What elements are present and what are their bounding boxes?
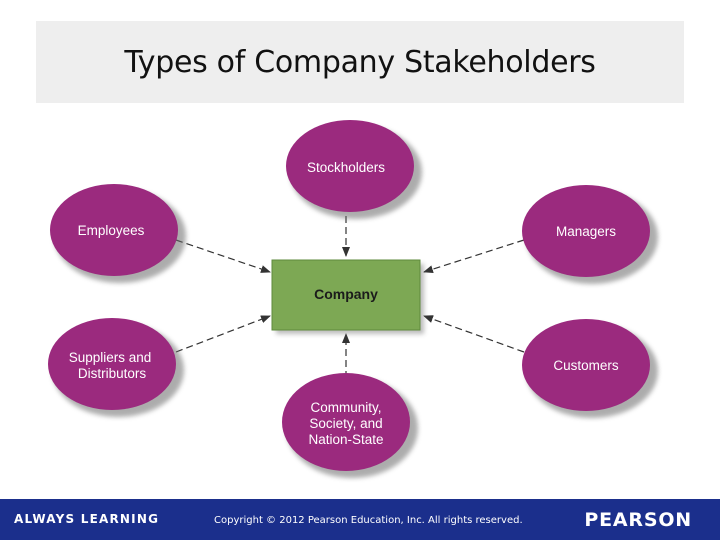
title-band: Types of Company Stakeholders: [36, 21, 684, 103]
node-stockholders-label: Stockholders: [307, 160, 385, 175]
pearson-logo: PEARSON: [584, 509, 692, 531]
slide-title: Types of Company Stakeholders: [124, 44, 596, 80]
node-suppliers: Suppliers and Distributors: [48, 318, 184, 417]
node-suppliers-label-line1: Suppliers and: [69, 350, 152, 365]
node-community-label-line2: Society, and: [309, 416, 382, 431]
node-community-label-line3: Nation-State: [308, 432, 383, 447]
footer-copyright: Copyright © 2012 Pearson Education, Inc.…: [214, 515, 523, 526]
arrow-customers: [423, 315, 525, 353]
node-customers: Customers: [522, 319, 658, 418]
company-label: Company: [314, 286, 378, 302]
footer-tagline: ALWAYS LEARNING: [14, 512, 160, 526]
node-managers-label: Managers: [556, 224, 616, 239]
arrow-suppliers: [175, 315, 271, 353]
arrow-employees: [175, 239, 271, 273]
arrows: [175, 216, 525, 378]
arrow-managers: [423, 239, 525, 274]
node-community: Community, Society, and Nation-State: [282, 373, 418, 478]
node-suppliers-label-line2: Distributors: [78, 366, 147, 381]
node-employees: Employees: [50, 184, 186, 283]
node-managers-shape: [522, 185, 650, 277]
company-box: [271, 259, 421, 331]
node-customers-label: Customers: [553, 358, 619, 373]
node-customers-shape: [522, 319, 650, 411]
footer-bar: ALWAYS LEARNING Copyright © 2012 Pearson…: [0, 499, 720, 540]
node-employees-shape: [50, 184, 178, 276]
node-stockholders-shape: [286, 120, 414, 212]
node-community-shape: [282, 373, 410, 471]
node-managers: Managers: [522, 185, 658, 284]
node-company: Company: [271, 259, 424, 334]
node-stockholders: Stockholders: [286, 120, 422, 219]
node-community-label-line1: Community,: [310, 400, 381, 415]
node-employees-label: Employees: [78, 223, 145, 238]
stakeholder-diagram: Stockholders Employees Managers Supplier…: [48, 120, 658, 478]
node-suppliers-shape: [48, 318, 176, 410]
